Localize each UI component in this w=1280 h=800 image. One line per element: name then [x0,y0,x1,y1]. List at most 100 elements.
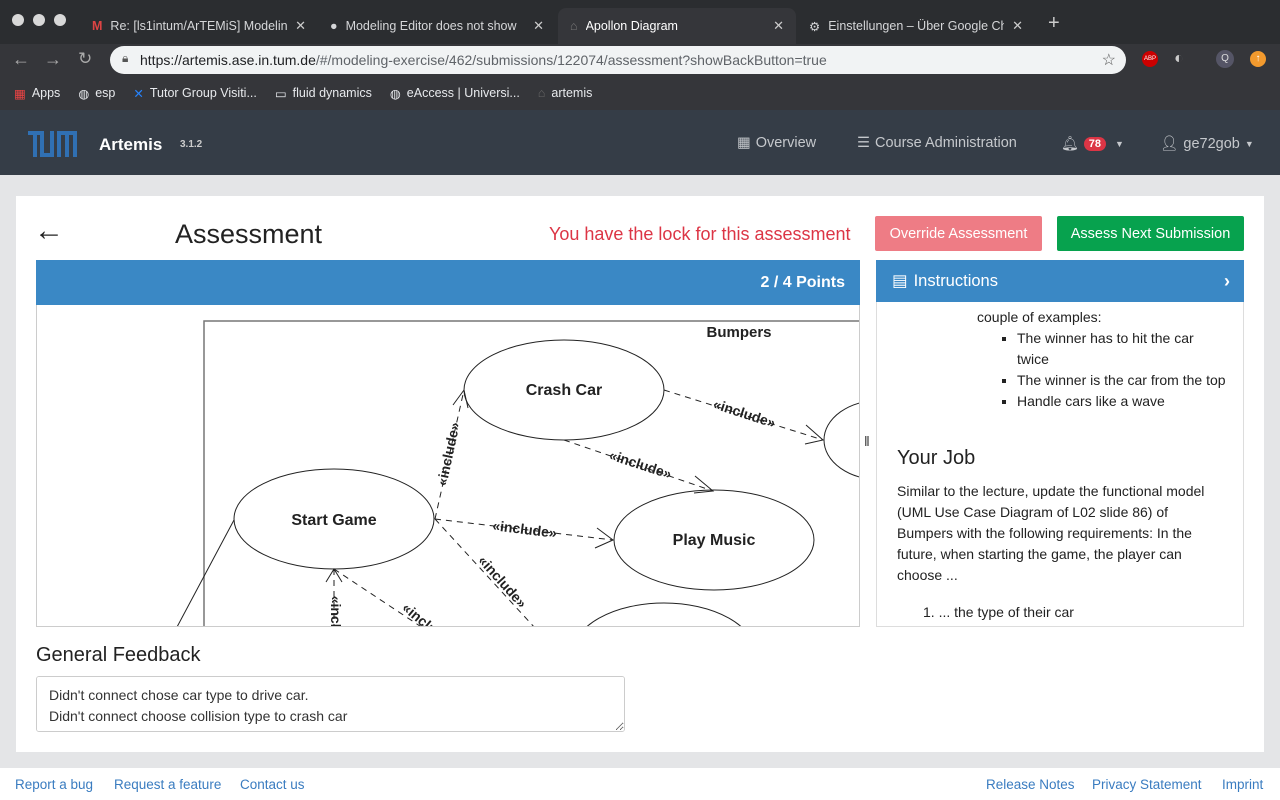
gear-icon: ⚙ [809,19,821,34]
bookmark-tutor[interactable]: ✕Tutor Group Visiti... [133,86,257,101]
caret-down-icon: ▼ [1244,138,1254,149]
include-edges [333,389,824,626]
system-name: Bumpers [706,324,771,341]
use-case-partial[interactable] [572,602,756,627]
instructions-panel: couple of examples: The winner has to hi… [876,302,1244,627]
list-item: Handle cars like a wave [1017,391,1227,412]
resize-handle[interactable]: ‖ [864,433,870,449]
bookmark-star-icon[interactable]: ☆ [1101,52,1116,69]
bookmarks-bar: ▦Apps ◍esp ✕Tutor Group Visiti... ▭fluid… [0,76,1280,110]
use-case-play-music[interactable] [613,489,815,591]
bookmark-esp[interactable]: ◍esp [78,86,116,101]
brand-name[interactable]: Artemis [99,135,163,154]
examples-list: The winner has to hit the car twice The … [1017,328,1227,412]
include-label: «include» [607,447,674,482]
nav-course-administration[interactable]: ☰Course Administration [857,135,1017,151]
maximize-window-button[interactable] [54,14,66,26]
use-case-label-partial: I [858,433,860,450]
reload-icon[interactable]: ↻ [78,49,93,68]
bookmark-apps[interactable]: ▦Apps [14,86,61,101]
uml-diagram-canvas[interactable]: Bumpers Crash Car Start Game Play Music … [36,305,860,627]
user-icon: 👤︎ [1160,136,1179,152]
close-tab-icon[interactable]: ✕ [773,18,784,33]
list-item: The winner is the car from the top [1017,370,1227,391]
close-tab-icon[interactable]: ✕ [295,18,306,33]
forward-icon[interactable]: → [44,49,62,69]
section-heading: Your Job [897,447,976,469]
browser-tab[interactable]: ●Modeling Editor does not show✕ [330,18,544,33]
include-label: «include» [475,552,530,611]
caret-down-icon: ▼ [1115,138,1124,149]
bookmark-eaccess[interactable]: ◍eAccess | Universi... [389,86,520,101]
bell-icon: 🔔︎ [1061,135,1079,151]
override-assessment-button[interactable]: Override Assessment [875,216,1042,251]
lock-icon: 🔒︎ [122,51,129,65]
list-item: 1. ... the type of their car [923,604,1074,620]
user-dropdown[interactable]: 👤︎ge72gob▼ [1160,135,1254,153]
browser-tab-active[interactable]: ⌂Apollon Diagram✕ [558,8,796,44]
report-bug-link[interactable]: Report a bug [15,777,94,792]
privacy-statement-link[interactable]: Privacy Statement [1092,777,1202,792]
list-icon: ☰ [857,135,870,151]
tum-logo[interactable] [28,131,78,157]
close-tab-icon[interactable]: ✕ [533,18,544,33]
lock-message: You have the lock for this assessment [549,224,851,244]
contact-us-link[interactable]: Contact us [240,777,305,792]
apollon-icon: ⌂ [570,19,578,33]
points-score: 2 / 4 Points [760,273,845,291]
gmail-icon: M [92,19,103,33]
back-arrow-button[interactable]: ← [34,214,64,247]
points-header: 2 / 4 Points [36,260,860,305]
address-bar[interactable]: 🔒︎ https://artemis.ase.in.tum.de/#/model… [110,46,1126,74]
notification-badge: 78 [1083,136,1107,151]
request-feature-link[interactable]: Request a feature [114,777,222,792]
footer: Report a bug Request a feature Contact u… [0,768,1280,800]
back-icon[interactable]: ← [12,49,30,69]
arrowheads [325,388,825,583]
imprint-link[interactable]: Imprint [1222,777,1264,792]
nav-overview[interactable]: ▦Overview [737,135,817,151]
list-item: The winner has to hit the car twice [1017,328,1227,370]
page-title: Assessment [175,219,323,249]
new-tab-button[interactable]: + [1048,12,1060,34]
chevron-right-icon[interactable]: › [1224,270,1230,291]
use-case-label: Play Music [673,532,756,549]
globe-icon: ◍ [78,86,90,101]
include-label: «include» [711,396,778,431]
use-case-label: Start Game [291,512,376,529]
instructions-text: couple of examples: [977,309,1102,325]
extension-icon[interactable]: ◐ [1174,50,1184,67]
github-icon: ● [330,19,338,33]
grid-icon: ▦ [737,135,751,151]
instructions-text: Similar to the lecture, update the funct… [897,483,1205,583]
update-icon[interactable]: ↑ [1250,51,1266,67]
use-case-label: Crash Car [526,382,602,399]
minimize-window-button[interactable] [33,14,45,26]
system-boundary [203,320,859,626]
profile-avatar[interactable]: Q [1216,50,1234,68]
browser-tab[interactable]: ⚙Einstellungen – Über Google Chrome✕ [809,18,1023,34]
include-label: «include» [434,421,463,488]
bookmark-artemis[interactable]: ⌂artemis [537,86,593,100]
folder-icon: ▭ [274,86,287,101]
close-tab-icon[interactable]: ✕ [1012,18,1023,33]
bookmark-fluid-dynamics[interactable]: ▭fluid dynamics [274,86,372,101]
release-notes-link[interactable]: Release Notes [986,777,1075,792]
instructions-header[interactable]: ▤Instructions › [876,260,1244,302]
adblock-icon[interactable]: ABP [1142,51,1158,67]
include-label: «include» [399,599,459,627]
general-feedback-heading: General Feedback [36,644,201,666]
globe-icon: ◍ [389,86,401,101]
actor-association [176,519,235,626]
artemis-icon: ⌂ [537,86,546,100]
general-feedback-input[interactable]: Didn't connect chose car type to drive c… [36,676,625,732]
notifications-dropdown[interactable]: 🔔︎ 78 ▼ [1061,135,1124,152]
include-label: «include» [328,596,344,627]
assess-next-submission-button[interactable]: Assess Next Submission [1057,216,1244,251]
use-case-partial[interactable] [823,400,860,480]
close-window-button[interactable] [12,14,24,26]
list-alt-icon: ▤ [892,272,908,290]
app-navbar: Artemis 3.1.2 [0,110,1280,175]
